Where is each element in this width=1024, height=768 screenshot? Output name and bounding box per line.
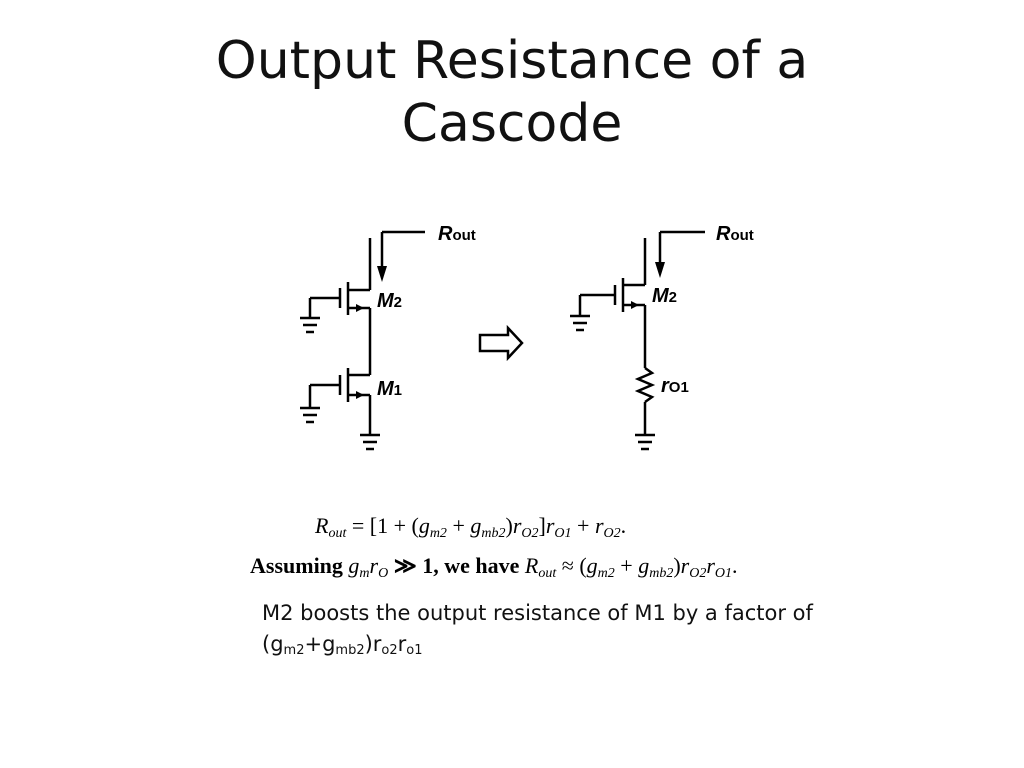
right-m2-label: M2 (652, 285, 678, 307)
rout-arrow-icon (377, 266, 387, 282)
cascode-circuit-diagram (300, 230, 705, 451)
left-m2-label: M2 (377, 290, 403, 312)
m1-transistor (300, 368, 380, 451)
left-rout-label: Rout (438, 223, 476, 245)
title-line-2: Cascode (401, 94, 623, 154)
left-cascode-circuit (300, 230, 425, 451)
rout-arrow-icon (655, 262, 665, 278)
slide-title: Output Resistance of a Cascode (0, 30, 1024, 156)
right-ro1-label: rO1 (661, 375, 689, 397)
title-line-1: Output Resistance of a (215, 31, 809, 91)
resistor-ro1 (634, 366, 656, 404)
m2-transistor (300, 282, 372, 375)
approximation-equation: Assuming gmrO ≫ 1, we have Rout ≈ (gm2 +… (250, 553, 738, 581)
explanation-note: M2 boosts the output resistance of M1 by… (262, 601, 813, 658)
transform-arrow-icon (478, 324, 524, 362)
right-equivalent-circuit (570, 230, 705, 451)
rout-equation: Rout = [1 + (gm2 + gmb2)rO2]rO1 + rO2. (315, 513, 627, 541)
left-m1-label: M1 (377, 378, 403, 400)
right-rout-label: Rout (716, 223, 754, 245)
